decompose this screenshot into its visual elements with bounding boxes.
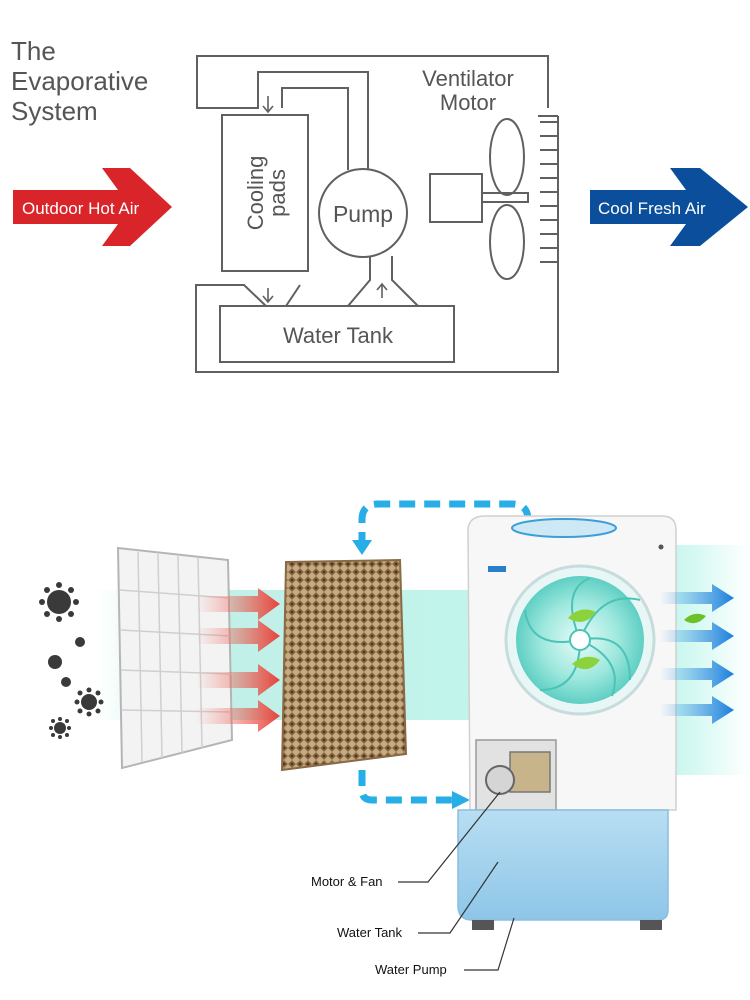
cooling-pad-block: [280, 558, 408, 772]
dust-particle-icon: [74, 687, 104, 717]
pump-circle: [318, 168, 408, 258]
down-arrow-icon: [262, 96, 274, 114]
dust-particle-icon: [49, 717, 71, 739]
pump-label: Pump: [333, 201, 393, 227]
dust-particles: [39, 582, 104, 739]
title-line-2: Evaporative: [11, 66, 149, 96]
water-tank-label: Water Tank: [283, 323, 394, 348]
fan-blade-bottom: [489, 204, 525, 280]
callout-water-tank: Water Tank: [337, 925, 403, 940]
fan-blade-top: [489, 118, 525, 196]
housing-outline: [196, 55, 549, 170]
flow-arrow-icon: [660, 660, 734, 688]
hot-inflow-arrows: [196, 588, 280, 732]
callouts: [398, 791, 515, 971]
flow-arrow-icon: [196, 620, 280, 652]
flow-arrow-icon: [196, 588, 280, 620]
motor-box: [429, 173, 483, 223]
ventilator-label-1: Ventilator: [422, 66, 514, 91]
leaf-icon: [568, 609, 596, 622]
cool-fresh-air-arrow: Cool Fresh Air: [590, 168, 748, 246]
outdoor-hot-air-label: Outdoor Hot Air: [22, 199, 140, 218]
cooling-pads-box: [221, 114, 309, 272]
water-tank-base: [457, 809, 669, 921]
cool-fresh-air-label: Cool Fresh Air: [598, 199, 706, 218]
cooling-label-1: Cooling: [243, 156, 268, 231]
leaf-icon: [572, 656, 600, 670]
callout-motor-fan: Motor & Fan: [311, 874, 383, 889]
diagram-title: The Evaporative System: [11, 36, 148, 126]
flow-arrow-icon: [352, 540, 372, 555]
ventilator-label-2: Motor: [440, 90, 496, 115]
water-tank-box: [219, 305, 455, 363]
flow-arrow-icon: [196, 700, 280, 732]
up-arrow-icon: [376, 282, 388, 298]
outdoor-hot-air-arrow: Outdoor Hot Air: [13, 168, 172, 246]
flow-arrow-icon: [660, 622, 734, 650]
air-filter-panel: [116, 546, 234, 770]
dust-particle-icon: [39, 582, 79, 622]
down-arrow-icon-2: [262, 288, 274, 304]
title-line-1: The: [11, 36, 56, 66]
flow-arrow-icon: [660, 584, 734, 612]
dust-particle-icon: [75, 637, 85, 647]
schematic: [195, 55, 559, 373]
cool-outflow-arrows: [660, 584, 734, 724]
water-flow-path: [358, 500, 532, 804]
air-cooler-unit: [457, 515, 706, 930]
cooling-label-2: pads: [265, 169, 290, 217]
flow-arrow-icon: [660, 696, 734, 724]
flow-arrow-icon: [196, 664, 280, 696]
callout-water-pump: Water Pump: [375, 962, 447, 977]
dust-particle-icon: [48, 655, 62, 669]
title-line-3: System: [11, 96, 98, 126]
leaf-icon: [684, 613, 706, 624]
flow-arrow-icon: [452, 791, 470, 809]
grille: [540, 121, 558, 263]
dust-particle-icon: [61, 677, 71, 687]
